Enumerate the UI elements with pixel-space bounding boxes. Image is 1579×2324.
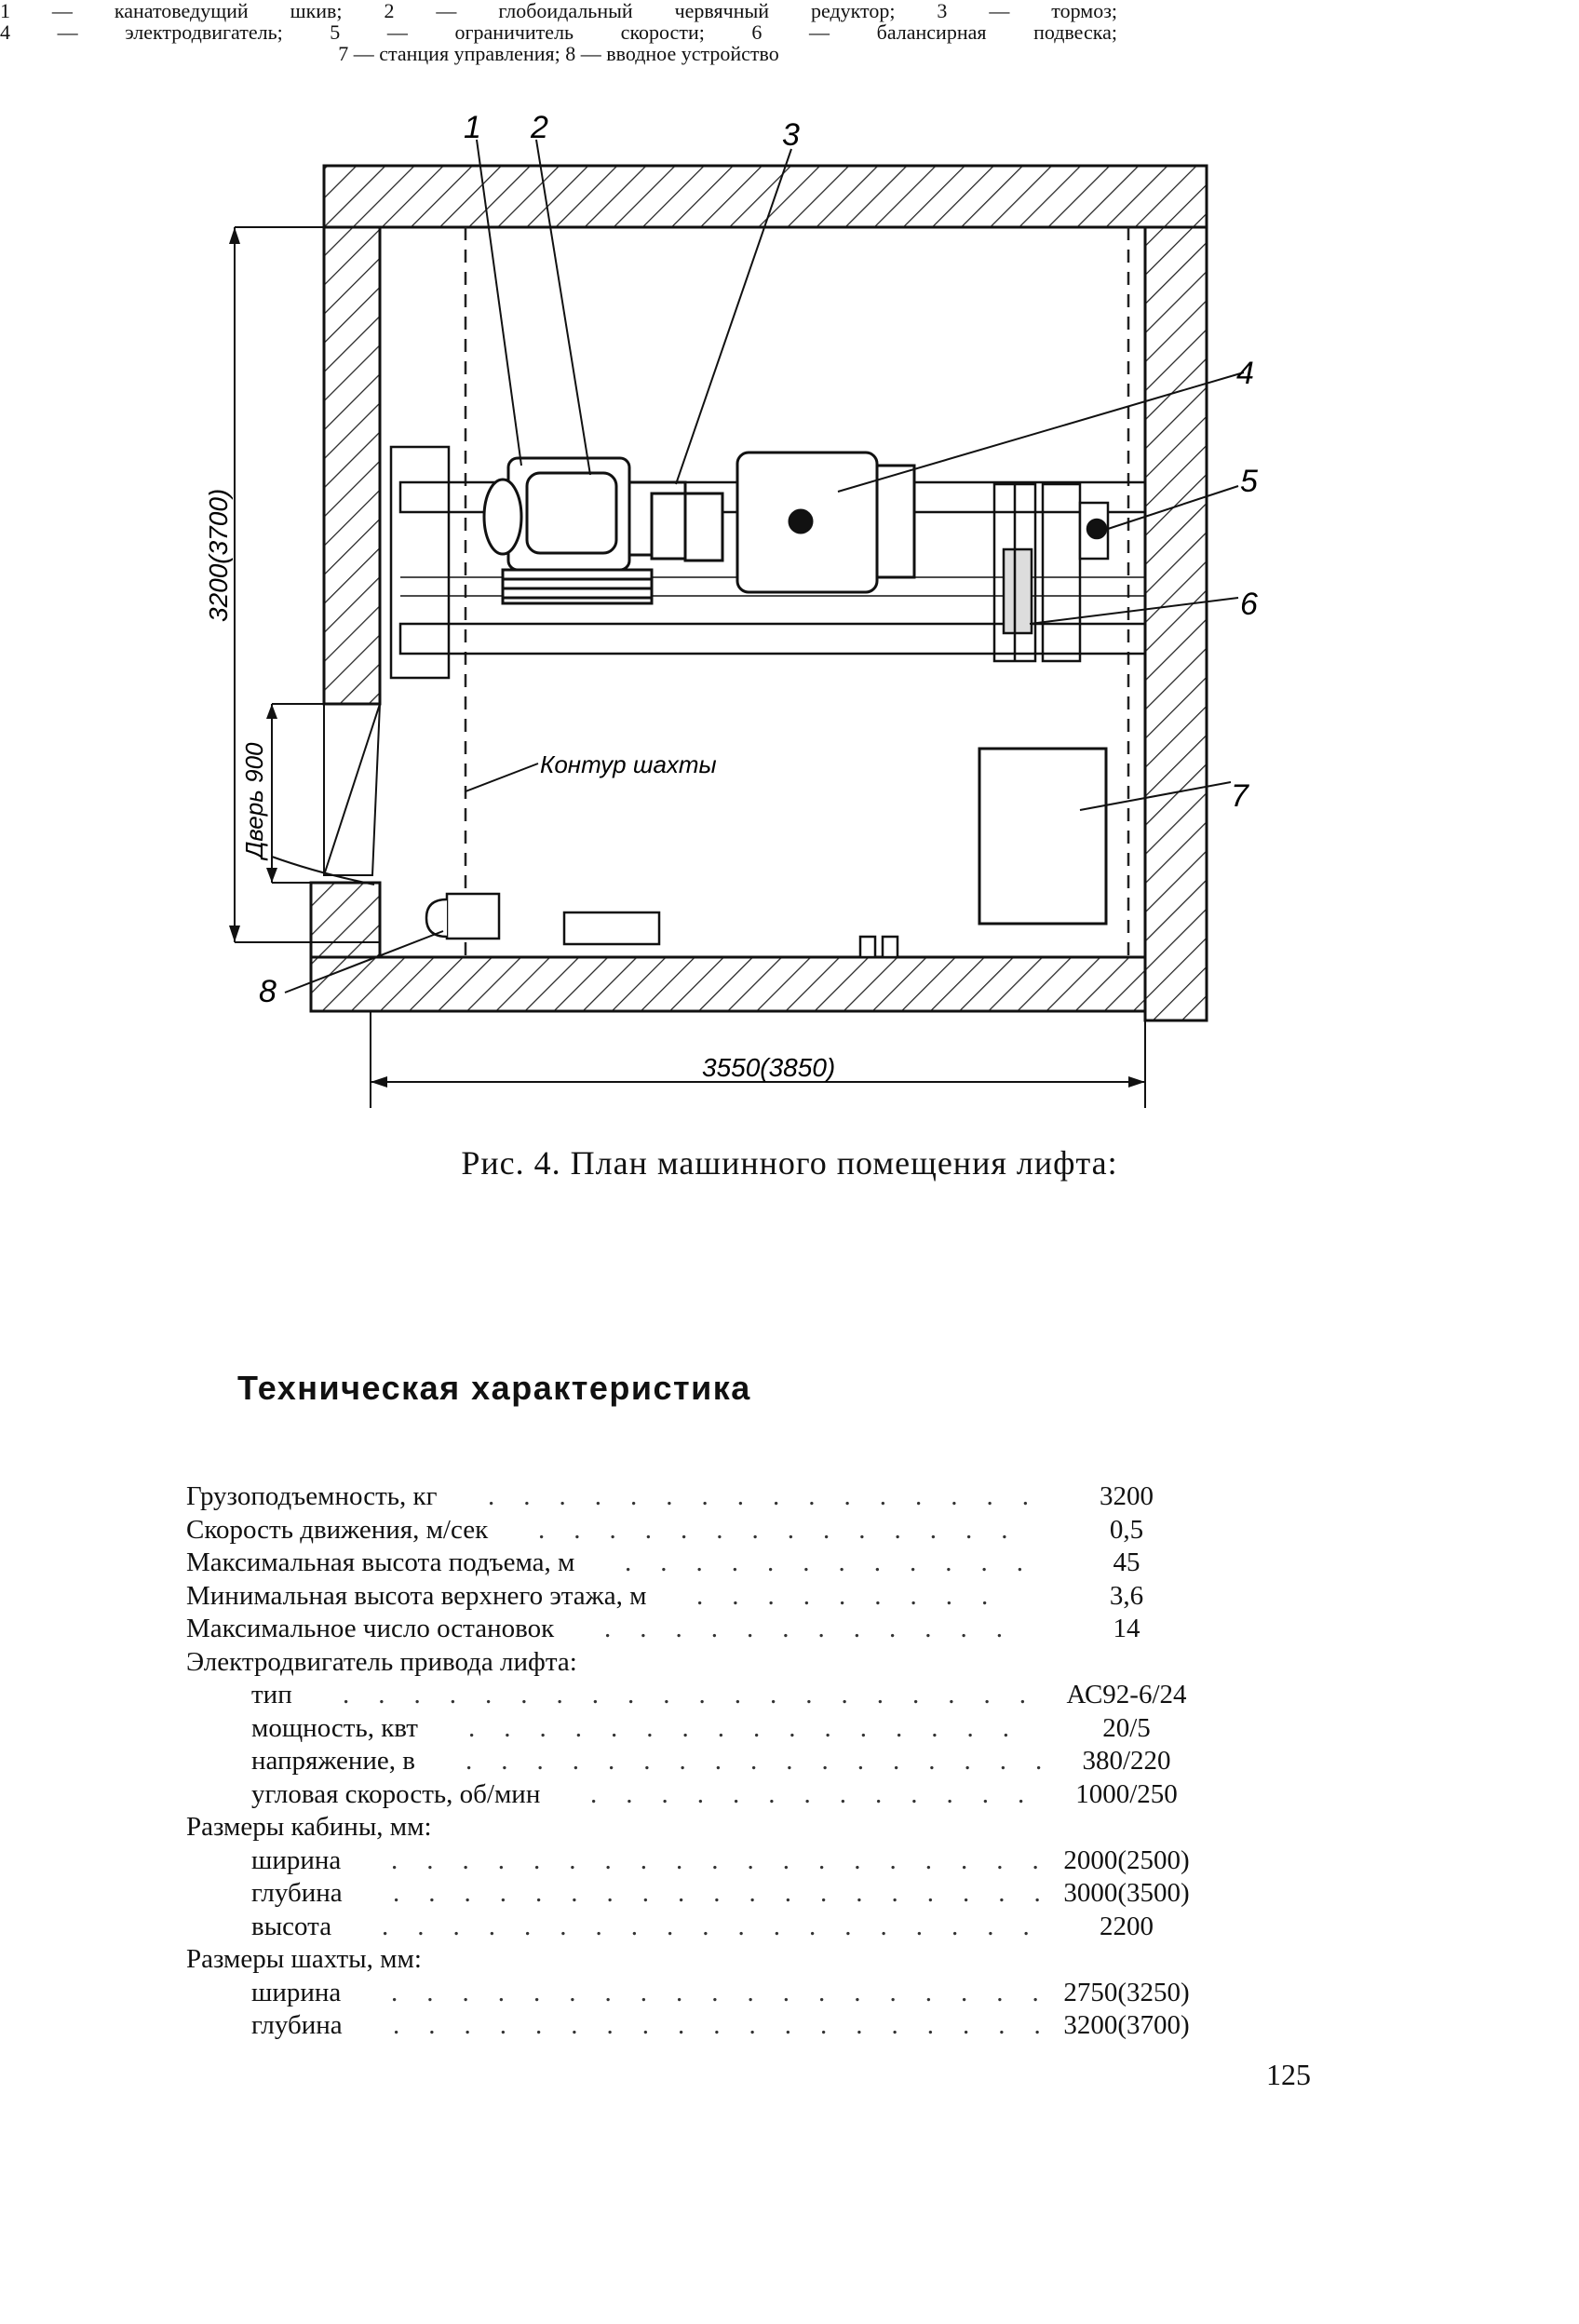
leader-dots: . . . . . . . . . . . . . . . . . . . — [363, 1977, 1040, 2007]
leader-dots: . . . . . . . . . . . . . . . . — [460, 1481, 1030, 1511]
spec-value: 2200 — [1100, 1911, 1154, 1941]
spec-label: Минимальная высота верхнего этажа, м — [186, 1580, 647, 1611]
leader-dots: . . . . . . . . . . . . . . . . . . . — [365, 2010, 1042, 2040]
spec-label: Максимальная высота подъема, м — [186, 1547, 575, 1577]
legend-line: 1 — канатоведущий шкив; 2 — глобоидальны… — [0, 0, 1117, 22]
spec-group-label: Электродвигатель привода лифта: — [186, 1646, 577, 1677]
traction-drive — [482, 451, 916, 605]
dimension-lines — [234, 226, 1146, 1108]
spec-label: напряжение, в — [251, 1746, 415, 1776]
callout-leader-lines — [284, 139, 1245, 993]
spec-group-header: Размеры кабины, мм: — [186, 1811, 1257, 1844]
dimension-width-label: 3550(3850) — [702, 1053, 835, 1082]
spec-label: ширина — [251, 1977, 342, 2007]
section-title: Техническая характеристика — [237, 1369, 751, 1407]
spec-label: Скорость движения, м/сек — [186, 1514, 489, 1545]
spec-table: . . . . . . . . . . . . . . . . Грузоподъ… — [186, 1480, 1257, 2043]
spec-row: . . . . . . . . . . . . . . Скорость движ… — [186, 1514, 1257, 1547]
shaft-outline — [464, 227, 1130, 957]
spec-label: Грузоподъемность, кг — [186, 1481, 438, 1511]
spec-row: . . . . . . . . . . . . . угловая скорост… — [186, 1778, 1257, 1812]
leader-dots: . . . . . . . . . . . . . . . . — [440, 1712, 1010, 1743]
shaft-outline-label: Контур шахты — [540, 750, 717, 778]
control-station — [978, 747, 1108, 926]
spec-row: . . . . . . . . . . . . . . . . . . . глу… — [186, 1877, 1257, 1911]
callout-5: 5 — [1240, 464, 1258, 499]
spec-group-header: Размеры шахты, мм: — [186, 1943, 1257, 1977]
spec-label: мощность, квт — [251, 1712, 418, 1743]
spec-value: 2750(3250) — [1063, 1977, 1190, 2007]
spec-value: 380/220 — [1082, 1746, 1171, 1776]
spec-row: . . . . . . . . . . . . . . . . . . . глу… — [186, 2009, 1257, 2043]
spec-row: . . . . . . . . . . . . . . . . Грузоподъ… — [186, 1480, 1257, 1514]
callout-1: 1 — [464, 110, 481, 145]
floor-equipment — [562, 911, 899, 959]
spec-row: . . . . . . . . . . . . . . . . мощность,… — [186, 1712, 1257, 1746]
figure-caption-title: Рис. 4. План машинного помещения лифта: — [461, 1144, 1118, 1182]
spec-label: тип — [251, 1680, 292, 1709]
legend-line: 7 — станция управления; 8 — вводное устр… — [338, 42, 779, 65]
leader-dots: . . . . . . . . . . . . . . . . . . . — [363, 1844, 1040, 1875]
dimension-height-label: 3200(3700) — [204, 489, 233, 622]
spec-row: . . . . . . . . . . . . . . . . . . . . т… — [186, 1679, 1257, 1712]
spec-value: 0,5 — [1109, 1514, 1144, 1545]
balancing-suspension — [992, 482, 1082, 663]
dimension-arrows — [229, 227, 1145, 1088]
leader-dots: . . . . . . . . . . . . . . . . . — [438, 1746, 1044, 1776]
spec-value: 3,6 — [1109, 1580, 1144, 1611]
leader-dots: . . . . . . . . . . . . . . . . . . . — [354, 1911, 1031, 1941]
spec-value: 20/5 — [1102, 1712, 1151, 1743]
spec-value: 1000/250 — [1075, 1778, 1178, 1809]
spec-value: 3000(3500) — [1063, 1878, 1190, 1908]
figure-caption-legend: 1 — канатоведущий шкив; 2 — глобоидальны… — [0, 0, 1117, 64]
leader-dots: . . . . . . . . . . . . . . . . . . . . — [315, 1680, 1027, 1709]
leader-dots: . . . . . . . . . . . . . . — [510, 1514, 1009, 1545]
spec-value: 3200(3700) — [1063, 2010, 1190, 2040]
input-device — [425, 892, 501, 940]
spec-label: Максимальное число остановок — [186, 1614, 555, 1643]
spec-row: . . . . . . . . . . . . . . . . . . . выс… — [186, 1911, 1257, 1944]
spec-value: 2000(2500) — [1063, 1844, 1190, 1875]
spec-value: АС92-6/24 — [1066, 1680, 1187, 1709]
spec-row: . . . . . . . . . . . . . . . . . напряже… — [186, 1745, 1257, 1778]
spec-group-label: Размеры кабины, мм: — [186, 1812, 432, 1842]
spec-row: . . . . . . . . . . . . Максимальное числ… — [186, 1613, 1257, 1646]
callout-4: 4 — [1236, 356, 1254, 391]
legend-line: 4 — электродвигатель; 5 — ограничитель с… — [0, 20, 1117, 44]
leader-dots: . . . . . . . . . . . . — [597, 1547, 1024, 1577]
leader-dots: . . . . . . . . . . . . . . . . . . . — [365, 1878, 1042, 1908]
leader-dots: . . . . . . . . . — [668, 1580, 990, 1611]
callout-2: 2 — [530, 110, 548, 145]
spec-row: . . . . . . . . . Минимальная высота верх… — [186, 1580, 1257, 1614]
spec-group-header: Электродвигатель привода лифта: — [186, 1646, 1257, 1680]
leader-dots: . . . . . . . . . . . . — [576, 1614, 1004, 1643]
spec-label: угловая скорость, об/мин — [251, 1778, 541, 1809]
machine-room-plan-figure: 1 2 3 4 5 6 7 8 Контур шахты 3200(3700) … — [204, 110, 1258, 1108]
spec-label: глубина — [251, 1878, 343, 1908]
spec-value: 3200 — [1100, 1481, 1154, 1511]
door-dimension-label: Дверь 900 — [240, 742, 268, 861]
spec-value: 45 — [1113, 1547, 1140, 1577]
spec-value: 14 — [1113, 1614, 1140, 1643]
spec-label: глубина — [251, 2010, 343, 2040]
spec-row: . . . . . . . . . . . . Максимальная высо… — [186, 1547, 1257, 1580]
callout-6: 6 — [1240, 587, 1258, 622]
page-number: 125 — [1266, 2058, 1311, 2091]
callout-7: 7 — [1231, 778, 1249, 814]
spec-label: ширина — [251, 1844, 342, 1875]
callout-3: 3 — [782, 117, 800, 153]
speed-limiter — [1078, 501, 1110, 561]
callout-8: 8 — [259, 974, 277, 1009]
spec-label: высота — [251, 1911, 332, 1941]
spec-row: . . . . . . . . . . . . . . . . . . . шир… — [186, 1844, 1257, 1878]
room-walls — [309, 164, 1208, 1022]
leader-dots: . . . . . . . . . . . . . — [562, 1778, 1026, 1809]
spec-row: . . . . . . . . . . . . . . . . . . . шир… — [186, 1977, 1257, 2010]
spec-group-label: Размеры шахты, мм: — [186, 1944, 422, 1974]
